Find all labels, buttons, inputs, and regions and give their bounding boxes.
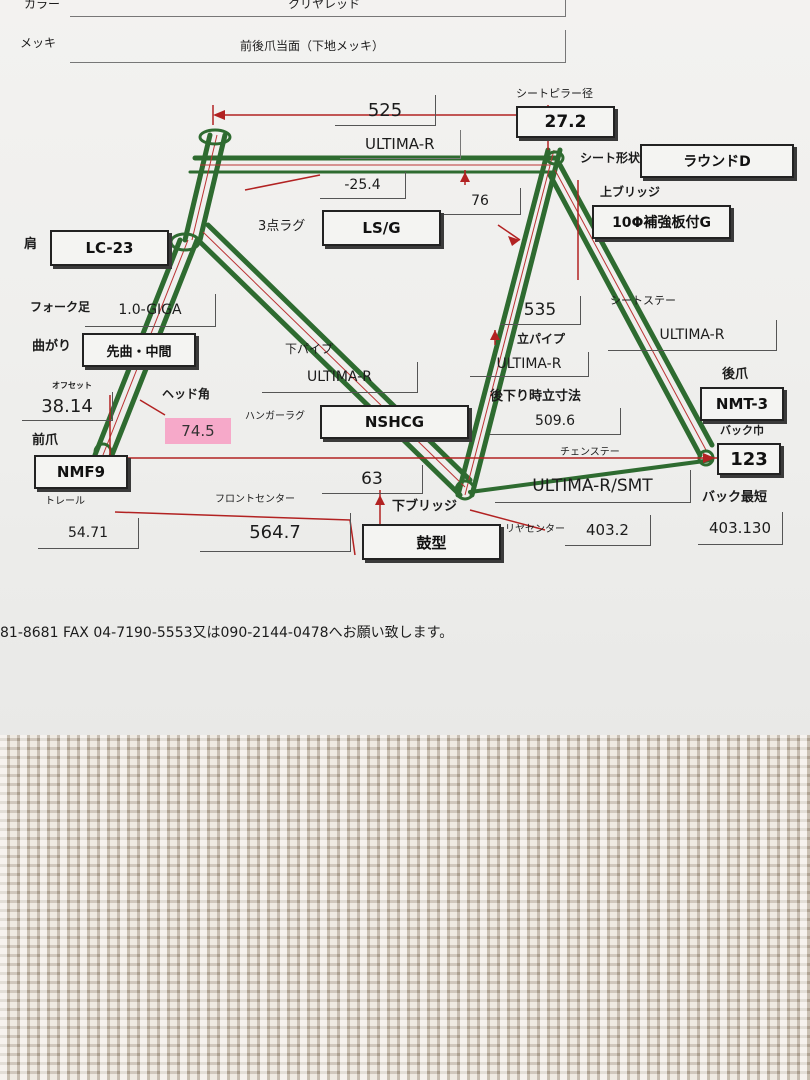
spec-sheet: カラー クリヤレッド メッキ 前後爪当面（下地メッキ） [0, 0, 810, 735]
seat-stay-lower [547, 172, 703, 458]
rear-center-value: 403.2 [565, 515, 651, 546]
color-label: カラー [24, 0, 61, 11]
hanger-lug-value: NSHCG [320, 405, 469, 439]
seat-pillar-value: 27.2 [516, 106, 615, 138]
plating-row-line [70, 30, 566, 63]
chain-stay [468, 458, 714, 494]
shortest-back-value: 403.130 [698, 512, 783, 545]
color-row-line [70, 0, 566, 17]
front-dropout-value: NMF9 [34, 455, 128, 489]
value-63: 63 [322, 465, 423, 494]
lug-value: LS/G [322, 210, 441, 246]
back-width-label: バック巾 [720, 424, 764, 437]
seat-stay-upper [557, 162, 715, 448]
down-tube-upper [205, 222, 473, 483]
trail-label: トレール [45, 496, 85, 507]
footer-contact: 81-8681 FAX 04-7190-5553又は090-2144-0478へ… [0, 625, 454, 641]
rear-dropout-value: NMT-3 [700, 387, 784, 421]
color-value: クリヤレッド [288, 0, 361, 11]
fork-blade-value: 1.0-GIGA [85, 294, 216, 327]
seat-shape-label: シート形状 [580, 151, 641, 165]
top-bridge-value: 10Φ補強板付G [592, 205, 731, 239]
top-bridge-label: 上ブリッジ [600, 185, 661, 199]
rear-center-label: リヤセンター [505, 524, 565, 535]
lug-label: 3点ラグ [258, 219, 306, 234]
bottom-bridge-value: 鼓型 [362, 524, 501, 560]
head-tube-left [182, 132, 213, 243]
seat-stay-label: シートステー [610, 294, 676, 307]
down-tube-label: 下パイプ [285, 342, 334, 356]
seat-pillar-label: シートピラー径 [516, 87, 593, 100]
value-76: 76 [440, 188, 521, 215]
frame-drawing [40, 105, 720, 556]
hanger-lug-label: ハンガーラグ [245, 411, 305, 422]
down-tube-lower [195, 237, 463, 498]
top-tube-pipe-line [340, 130, 461, 159]
frame-tubes [92, 132, 715, 498]
shortest-back-label: バック最短 [702, 490, 768, 505]
bottom-bridge-label: 下ブリッジ [392, 499, 458, 514]
head-angle-label: ヘッド角 [162, 387, 211, 401]
seat-tube-left [455, 147, 551, 498]
head-angle-value: 74.5 [165, 418, 231, 444]
head-tube-right [197, 132, 228, 243]
chainstay-label: チェンステー [560, 447, 620, 458]
dimension-lines [40, 105, 720, 556]
rear-dropout-label: 後爪 [722, 367, 749, 382]
seat-tube-label: 立パイプ [517, 332, 566, 346]
chainstay-value: ULTIMA-R/SMT [495, 470, 691, 503]
standover-value: 509.6 [490, 408, 621, 435]
front-center-value: 564.7 [200, 513, 351, 552]
bend-label: 曲がり [32, 339, 72, 354]
seat-tube-right [469, 147, 563, 498]
textured-mat-background [0, 735, 810, 1080]
bend-value: 先曲・中間 [82, 333, 196, 367]
trail-value: 54.71 [38, 518, 139, 549]
fork-blade-label: フォーク足 [30, 300, 91, 314]
seat-tube-pipe: ULTIMA-R [470, 352, 589, 377]
front-dropout-label: 前爪 [32, 433, 59, 448]
top-tube-pipe: ULTIMA-R [365, 135, 435, 153]
crown-value: LC-23 [50, 230, 169, 266]
crown-label: 肩 [24, 237, 38, 252]
front-center-label: フロントセンター [215, 494, 295, 505]
offset-label: オフセット [52, 381, 92, 390]
back-width-value: 123 [717, 443, 781, 475]
offset-top: -25.4 [320, 172, 406, 199]
seat-shape-value: ラウンドD [640, 144, 794, 178]
plating-label: メッキ [20, 36, 57, 50]
offset-value: 38.14 [22, 392, 113, 421]
seat-tube-length: 535 [500, 296, 581, 325]
top-tube-length: 525 [335, 95, 436, 126]
plating-value: 前後爪当面（下地メッキ） [240, 39, 385, 53]
down-tube-pipe: ULTIMA-R [262, 362, 418, 393]
frame-inner-lines [102, 134, 707, 496]
standover-label: 後下り時立寸法 [490, 389, 582, 404]
lugs [93, 128, 715, 501]
seat-stay-value: ULTIMA-R [608, 320, 777, 351]
